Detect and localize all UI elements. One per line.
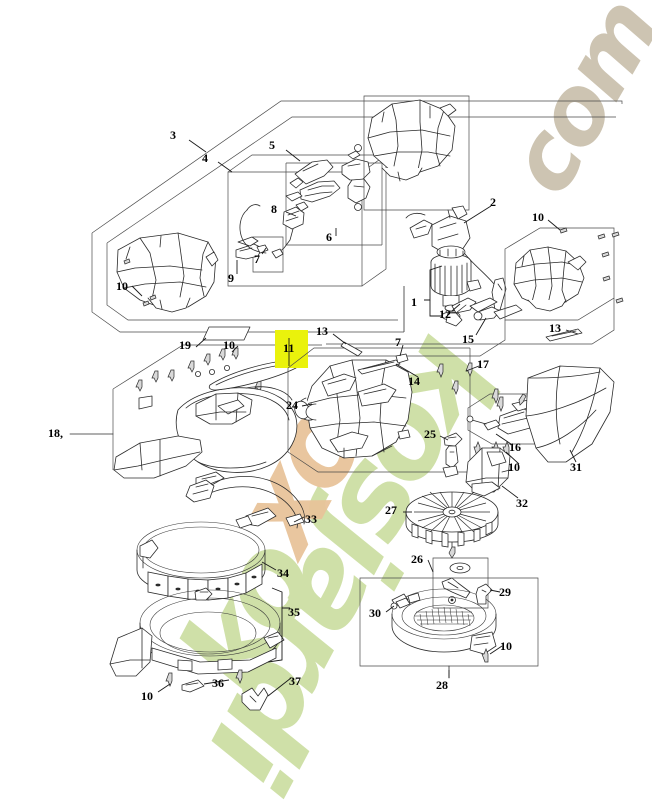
screws-group-10f bbox=[481, 648, 489, 663]
callout-3: 3 bbox=[170, 128, 176, 142]
callout-18: 18, bbox=[48, 426, 63, 440]
callout-6: 6 bbox=[326, 230, 332, 244]
callout-37: 37 bbox=[289, 674, 301, 688]
callout-8: 8 bbox=[271, 202, 277, 216]
frame-group-4 bbox=[106, 116, 616, 321]
part-12-bracket bbox=[445, 297, 477, 327]
callout-14: 14 bbox=[408, 374, 420, 388]
part-24-main-shell bbox=[294, 359, 413, 459]
callout-19: 19 bbox=[179, 338, 191, 352]
frame-group-26 bbox=[432, 557, 489, 609]
highlight-box-part-11 bbox=[275, 330, 308, 368]
part-housing-left bbox=[116, 232, 219, 313]
frame-group-11 bbox=[287, 347, 471, 473]
callout-10d: 10 bbox=[508, 460, 520, 474]
part-29-clip bbox=[475, 583, 493, 605]
callout-33: 33 bbox=[305, 512, 317, 526]
watermark-com: com bbox=[486, 0, 652, 211]
screws-group-16 bbox=[491, 388, 527, 412]
frame-group-28 bbox=[359, 577, 539, 679]
leader-lines bbox=[131, 139, 579, 697]
cable-harness bbox=[239, 204, 269, 254]
frame-long-connector bbox=[300, 286, 615, 357]
callout-1: 1 bbox=[411, 295, 417, 309]
callout-15: 15 bbox=[462, 332, 474, 346]
part-13a-bar bbox=[340, 341, 363, 357]
svg-text:com: com bbox=[486, 0, 652, 211]
screws-group-10a bbox=[123, 258, 157, 307]
callout-10f: 10 bbox=[500, 639, 512, 653]
callout-16: 16 bbox=[509, 440, 521, 454]
part-35-lower-housing bbox=[109, 587, 285, 677]
part-8-switch bbox=[271, 201, 309, 259]
callout-4: 4 bbox=[202, 151, 208, 165]
frame-group-13-right bbox=[504, 227, 615, 321]
part-27-impeller bbox=[405, 491, 499, 559]
part-32-housing bbox=[465, 447, 511, 497]
callout-13b: 13 bbox=[549, 321, 561, 335]
screws-group-10e bbox=[165, 669, 243, 687]
part-18-blower-body bbox=[113, 386, 298, 487]
callout-35: 35 bbox=[288, 605, 300, 619]
callout-36: 36 bbox=[212, 676, 224, 690]
callout-7b: 7 bbox=[395, 335, 401, 349]
frame-group-7-box bbox=[252, 236, 284, 273]
part-14-bar bbox=[357, 359, 401, 375]
screws-group-10b bbox=[559, 227, 624, 304]
callout-10e: 10 bbox=[141, 689, 153, 703]
callout-10c: 10 bbox=[223, 338, 235, 352]
part-15-lever bbox=[469, 277, 523, 321]
part-33-hose bbox=[185, 476, 306, 529]
part-handle-group bbox=[285, 144, 371, 211]
part-25-clip-small bbox=[397, 429, 411, 440]
callout-7a: 7 bbox=[254, 252, 260, 266]
callout-27: 27 bbox=[385, 503, 397, 517]
callout-32: 32 bbox=[516, 496, 528, 510]
part-19-plate bbox=[202, 326, 251, 341]
callout-9: 9 bbox=[228, 271, 234, 285]
part-1-motor bbox=[430, 245, 482, 321]
callout-2: 2 bbox=[490, 195, 496, 209]
callout-24: 24 bbox=[286, 398, 298, 412]
callout-26: 26 bbox=[411, 552, 423, 566]
part-36-grommet bbox=[181, 679, 205, 693]
callout-12: 12 bbox=[439, 307, 451, 321]
callout-28: 28 bbox=[436, 678, 448, 692]
part-34-belt bbox=[136, 521, 266, 601]
callout-13a: 13 bbox=[316, 324, 328, 338]
callout-30: 30 bbox=[369, 606, 381, 620]
callout-10b: 10 bbox=[532, 210, 544, 224]
part-25-rod bbox=[442, 432, 463, 478]
part-9-bracket bbox=[235, 236, 263, 260]
part-31-nozzle bbox=[525, 365, 615, 463]
callout-34: 34 bbox=[277, 566, 289, 580]
part-30-screw-washer bbox=[390, 592, 421, 610]
callout-25: 25 bbox=[424, 427, 436, 441]
part-37-clip bbox=[241, 687, 269, 711]
callout-5: 5 bbox=[269, 138, 275, 152]
callout-31: 31 bbox=[570, 460, 582, 474]
callout-11-highlighted[interactable]: 11 bbox=[283, 341, 295, 355]
part-upper-shell bbox=[363, 95, 470, 211]
callout-17: 17 bbox=[477, 357, 489, 371]
screws-group-19 bbox=[135, 347, 262, 410]
callout-10a: 10 bbox=[116, 279, 128, 293]
part-7b-clip bbox=[395, 353, 409, 364]
callout-29: 29 bbox=[499, 585, 511, 599]
